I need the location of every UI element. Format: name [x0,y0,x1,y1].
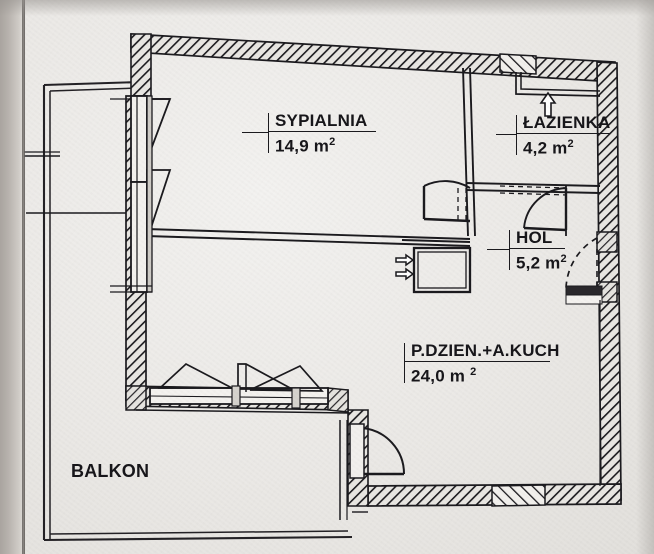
kitchen-shaft [395,246,472,294]
hol-door [499,185,568,232]
label-tick-vertical [268,113,269,153]
outdoor-label-balkon: BALKON [71,461,149,482]
room-label-pokoj-dzienny: P.DZIEN.+A.KUCH 24,0 m 2 [404,341,560,387]
entrance-door [565,237,603,305]
label-underline [268,131,376,132]
room-area-unit-sup: 2 [329,136,336,148]
bathroom-door [422,180,471,223]
room-area-pokoj-dzienny: 24,0 m 2 [404,362,560,387]
living-room-balcony-window [135,362,351,414]
bathroom-vent-arrow [539,91,557,117]
label-underline [509,248,565,249]
label-underline [516,133,610,134]
room-area-value: 14,9 m [275,136,330,156]
balcony-door [339,420,406,520]
room-label-sypialnia: SYPIALNIA 14,9 m2 [242,111,376,157]
room-label-lazienka: ŁAZIENKA 4,2 m2 [496,113,611,159]
room-area-unit-sup: 2 [470,366,477,378]
label-underline [404,361,550,362]
room-area-sypialnia: 14,9 m2 [268,132,376,157]
room-area-unit-sup: 2 [560,253,567,265]
room-area-lazienka: 4,2 m2 [516,134,611,159]
label-tick-vertical [516,115,517,155]
label-tick-vertical [404,343,405,383]
label-tick-horizontal [487,249,509,250]
room-area-value: 4,2 m [523,138,568,158]
room-label-hol: HOL 5,2 m2 [487,228,567,274]
room-name-sypialnia: SYPIALNIA [275,111,368,130]
misc-construction-lines [24,98,601,513]
balcony-outline [42,80,353,542]
room-area-unit-sup: 2 [567,138,574,150]
room-name-lazienka: ŁAZIENKA [523,113,611,132]
room-name-hol: HOL [516,228,553,247]
room-area-value: 5,2 m [516,253,561,273]
label-tick-horizontal [496,134,516,135]
room-area-hol: 5,2 m2 [509,249,567,274]
bedroom-left-window [130,95,172,293]
label-tick-horizontal [242,132,268,133]
room-area-value: 24,0 m [411,366,471,386]
label-tick-vertical [509,230,510,270]
room-name-pokoj-dzienny: P.DZIEN.+A.KUCH [411,341,560,360]
outdoor-name-balkon: BALKON [71,461,150,481]
